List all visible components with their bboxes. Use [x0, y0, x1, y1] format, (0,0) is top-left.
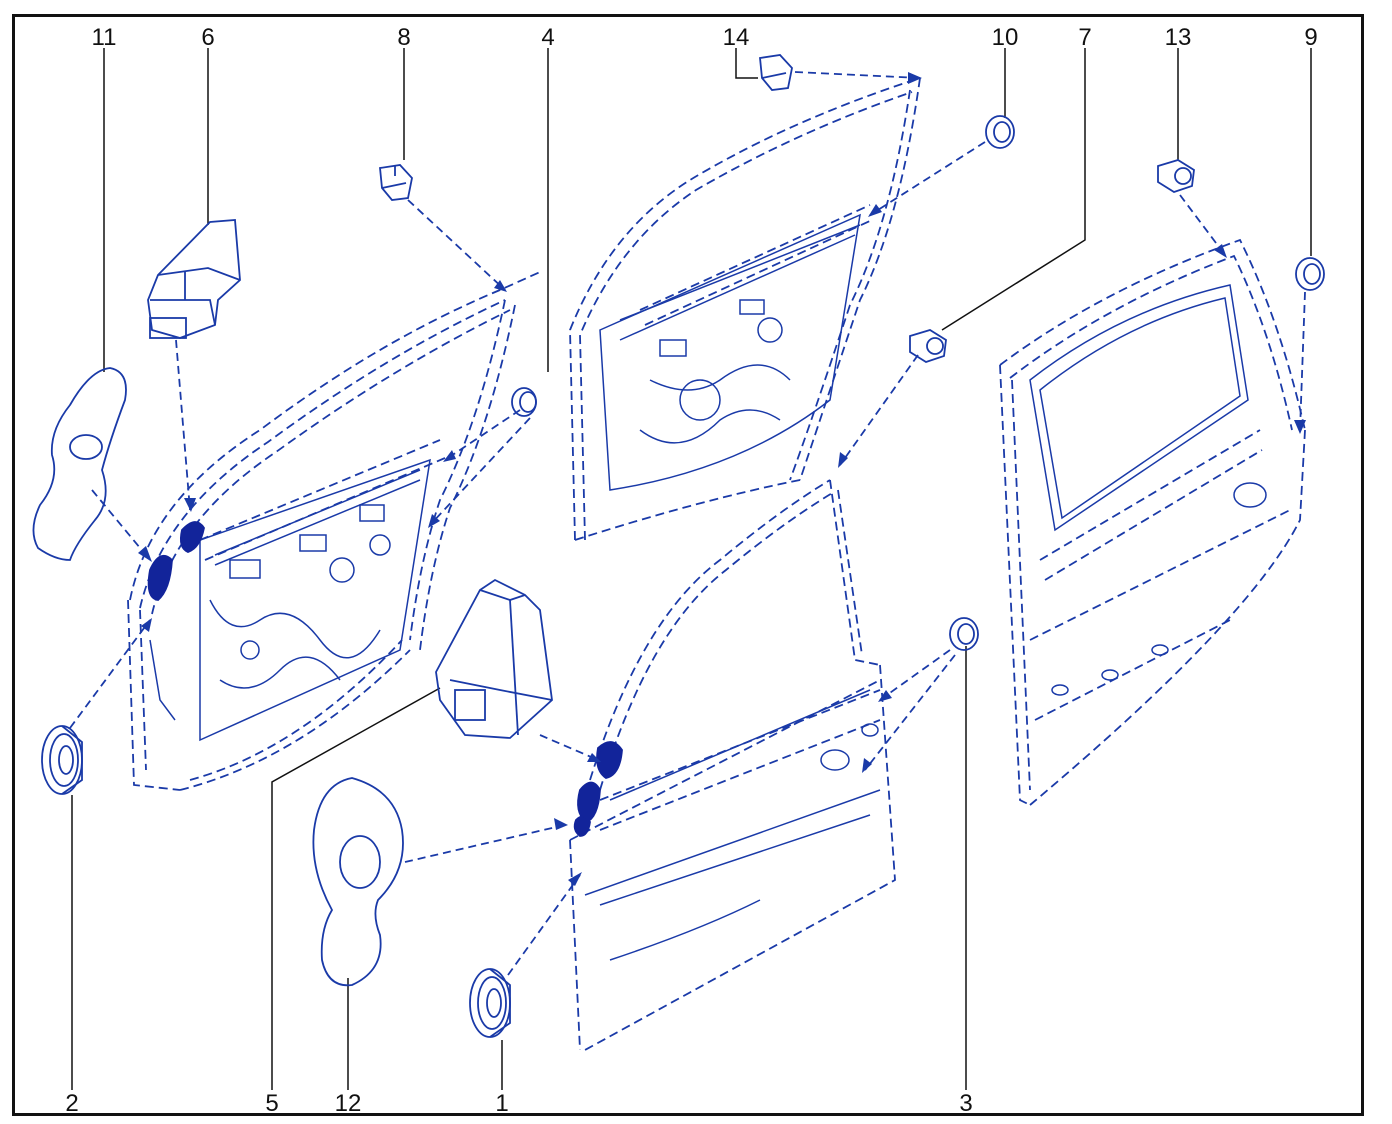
clip-13	[1157, 159, 1195, 193]
front-door-left-panel	[149, 458, 431, 742]
diagram-frame	[12, 14, 1364, 1116]
front-door-left-latch	[147, 521, 205, 601]
callout-12: 12	[334, 1090, 362, 1117]
callout-9: 9	[1304, 24, 1318, 51]
rear-door-inner	[569, 77, 921, 541]
callout-5: 5	[265, 1090, 279, 1117]
grommet-4	[511, 387, 537, 417]
module-6	[147, 219, 241, 339]
speaker-1	[469, 968, 511, 1038]
callout-14: 14	[722, 24, 750, 51]
assembly-arrows	[69, 71, 1306, 976]
grommet-3	[949, 617, 979, 651]
callout-10: 10	[991, 24, 1019, 51]
clip-8	[379, 164, 413, 201]
callout-8: 8	[397, 24, 411, 51]
clip-7	[909, 329, 947, 363]
front-door-outer-details	[584, 689, 881, 961]
insulation-pad-11	[32, 367, 127, 561]
callout-2: 2	[65, 1090, 79, 1117]
callout-4: 4	[541, 24, 555, 51]
front-door-outer-latch	[573, 741, 623, 837]
grommet-10	[985, 115, 1015, 149]
callout-1: 1	[495, 1090, 509, 1117]
insulation-pad-12-hole	[339, 835, 381, 889]
arrow-heads	[138, 72, 1306, 886]
rear-door-inner-panel	[599, 213, 861, 491]
callout-11: 11	[91, 24, 117, 51]
rear-door-window	[1029, 284, 1267, 696]
callout-6: 6	[201, 24, 215, 51]
speaker-2	[41, 725, 83, 795]
callout-7: 7	[1078, 24, 1092, 51]
callout-3: 3	[959, 1090, 973, 1117]
insulation-pad-12	[312, 777, 404, 987]
leader-lines	[71, 48, 1312, 1090]
grommet-9	[1295, 257, 1325, 291]
callout-13: 13	[1164, 24, 1192, 51]
insulation-pad-11-hole	[69, 434, 103, 460]
rear-door-outer	[999, 238, 1306, 806]
front-door-outer	[569, 479, 896, 1051]
clip-14	[759, 54, 793, 91]
module-5	[435, 578, 553, 739]
